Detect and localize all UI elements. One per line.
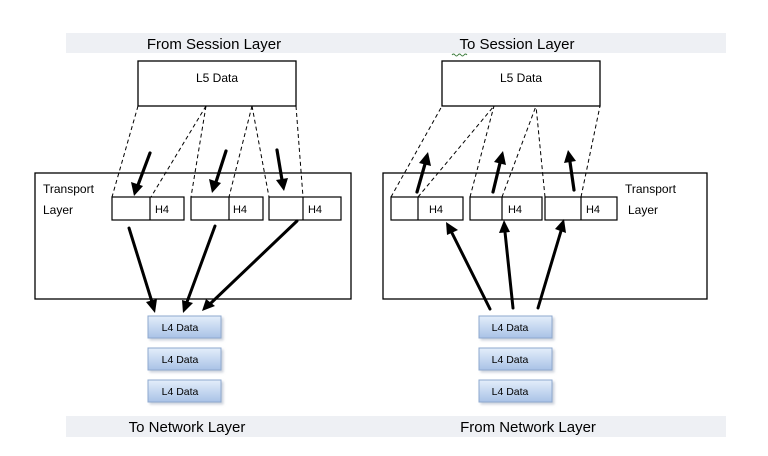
right-l5-data-label: L5 Data [500, 71, 542, 85]
left-layer-label-line2: Layer [43, 203, 73, 217]
right-arrows-from-packets [450, 229, 563, 311]
right-panel: To Session Layer L5 Data Transport Layer… [382, 36, 708, 436]
right-packet-1-label: L4 Data [492, 322, 529, 334]
top-caption-band [66, 33, 726, 53]
left-packet-stack [147, 315, 222, 403]
right-arrows-out-of-segments [415, 160, 576, 194]
right-segment-2-header: H4 [508, 204, 522, 216]
right-arrowheads-out-of-segments [419, 150, 576, 166]
spellcheck-squiggle [451, 53, 468, 57]
left-packet-2 [147, 347, 222, 371]
right-packet-1 [478, 315, 553, 339]
right-segment-1: H4 [390, 196, 464, 221]
left-segment-1: H4 [111, 196, 185, 221]
left-footer: To Network Layer [129, 419, 246, 436]
left-packet-1-label: L4 Data [162, 322, 199, 334]
left-segment-1-header: H4 [155, 204, 169, 216]
right-arrowheads-from-packets [446, 219, 566, 235]
right-segment-1-header: H4 [429, 204, 443, 216]
left-arrowheads-to-packets [146, 299, 215, 313]
right-dashed-merge-lines [390, 105, 601, 198]
left-arrowheads-into-segments [131, 178, 288, 196]
left-packet-1 [147, 315, 222, 339]
right-packet-stack [478, 315, 553, 403]
right-segment-2: H4 [469, 196, 543, 221]
left-arrows-to-packets [127, 219, 299, 305]
left-packet-3-label: L4 Data [162, 386, 199, 398]
right-layer-label-line1: Transport [625, 182, 677, 196]
left-packet-2-label: L4 Data [162, 354, 199, 366]
left-arrows-into-segments [136, 148, 284, 187]
right-packet-2-label: L4 Data [492, 354, 529, 366]
left-transport-layer-box [34, 172, 352, 300]
left-packet-3 [147, 379, 222, 403]
right-segment-3-header: H4 [586, 204, 600, 216]
right-packet-3-label: L4 Data [492, 386, 529, 398]
right-title: To Session Layer [459, 36, 574, 53]
left-l5-data-box [137, 60, 297, 107]
right-segment-3: H4 [544, 196, 618, 221]
left-layer-label-line1: Transport [43, 182, 95, 196]
left-panel: From Session Layer L5 Data Transport Lay… [34, 36, 352, 436]
left-segment-3: H4 [268, 196, 342, 221]
left-title: From Session Layer [147, 36, 281, 53]
right-l5-data-box [441, 60, 601, 107]
right-footer: From Network Layer [460, 419, 596, 436]
left-l5-data-label: L5 Data [196, 71, 238, 85]
left-segment-2: H4 [190, 196, 264, 221]
right-layer-label-line2: Layer [628, 203, 658, 217]
left-segment-3-header: H4 [308, 204, 322, 216]
left-segment-2-header: H4 [233, 204, 247, 216]
bottom-caption-band [66, 416, 726, 437]
right-packet-2 [478, 347, 553, 371]
right-packet-3 [478, 379, 553, 403]
left-dashed-split-lines [111, 105, 304, 198]
